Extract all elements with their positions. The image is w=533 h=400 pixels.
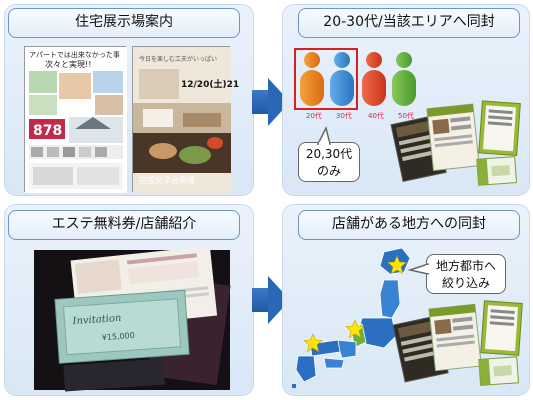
coupon-invitation-text: Invitation bbox=[71, 313, 122, 327]
panel-title-regional: 店舗がある地方への同封 bbox=[298, 210, 520, 240]
callout-regional-line2: 絞り込み bbox=[441, 276, 490, 290]
flyer-1-graphic: アパートでは出来なかった事 次々と実現!! 878 bbox=[25, 47, 127, 193]
housing-flyer-1: アパートでは出来なかった事 次々と実現!! 878 bbox=[24, 46, 127, 193]
highlight-box-20-30 bbox=[294, 48, 358, 110]
panel-title-esthetic: エステ無料券/店舗紹介 bbox=[8, 210, 240, 240]
flyer-2-header: 今日を楽しむ工夫がいっぱい bbox=[139, 55, 217, 63]
figure-label-50s: 50代 bbox=[398, 111, 414, 120]
figure-20s bbox=[300, 52, 324, 106]
figure-label-30s: 30代 bbox=[336, 111, 352, 120]
brochure-stack-top bbox=[390, 100, 521, 186]
flyer-2-date: 12/20(土)21 bbox=[181, 78, 239, 90]
panel-title-age: 20-30代/当該エリアへ同封 bbox=[298, 8, 520, 38]
star-icon-kyushu bbox=[303, 333, 323, 353]
housing-flyer-2: 今日を楽しむ工夫がいっぱい 12/20(土)21 完成見学会開催 bbox=[132, 46, 239, 193]
star-icon-hokkaido bbox=[387, 255, 407, 275]
figure-50s bbox=[392, 52, 416, 106]
flyer-1-line2: 次々と実現!! bbox=[45, 59, 91, 69]
callout-regional: 地方都市へ 絞り込み bbox=[426, 254, 506, 294]
callout-age-line1: 20,30代 bbox=[305, 147, 353, 161]
figure-label-40s: 40代 bbox=[368, 111, 384, 120]
star-icon-kansai bbox=[345, 319, 365, 339]
flyer-2-graphic: 今日を楽しむ工夫がいっぱい 12/20(土)21 完成見学会開催 bbox=[133, 47, 239, 193]
flyer-1-line1: アパートでは出来なかった事 bbox=[29, 50, 120, 59]
callout-regional-tail bbox=[407, 262, 430, 275]
coupon-graphic: Invitation ¥15,000 bbox=[34, 245, 231, 392]
esthetic-coupon-photo: Invitation ¥15,000 bbox=[34, 245, 231, 392]
figure-30s bbox=[330, 52, 354, 106]
figure-label-20s: 20代 bbox=[306, 111, 322, 120]
callout-age: 20,30代 のみ bbox=[298, 142, 360, 182]
figure-40s bbox=[362, 52, 386, 106]
flyer-2-footer: 完成見学会開催 bbox=[139, 175, 195, 185]
brochure-stack-bottom bbox=[392, 300, 523, 386]
callout-age-tail bbox=[316, 125, 331, 146]
flyer-1-number: 878 bbox=[33, 123, 62, 139]
panel-title-housing: 住宅展示場案内 bbox=[8, 8, 240, 38]
callout-regional-line1: 地方都市へ bbox=[435, 259, 496, 273]
callout-age-line2: のみ bbox=[316, 164, 341, 178]
coupon-price: ¥15,000 bbox=[101, 331, 135, 342]
age-figures: 20代 30代 40代 50代 bbox=[300, 52, 416, 120]
